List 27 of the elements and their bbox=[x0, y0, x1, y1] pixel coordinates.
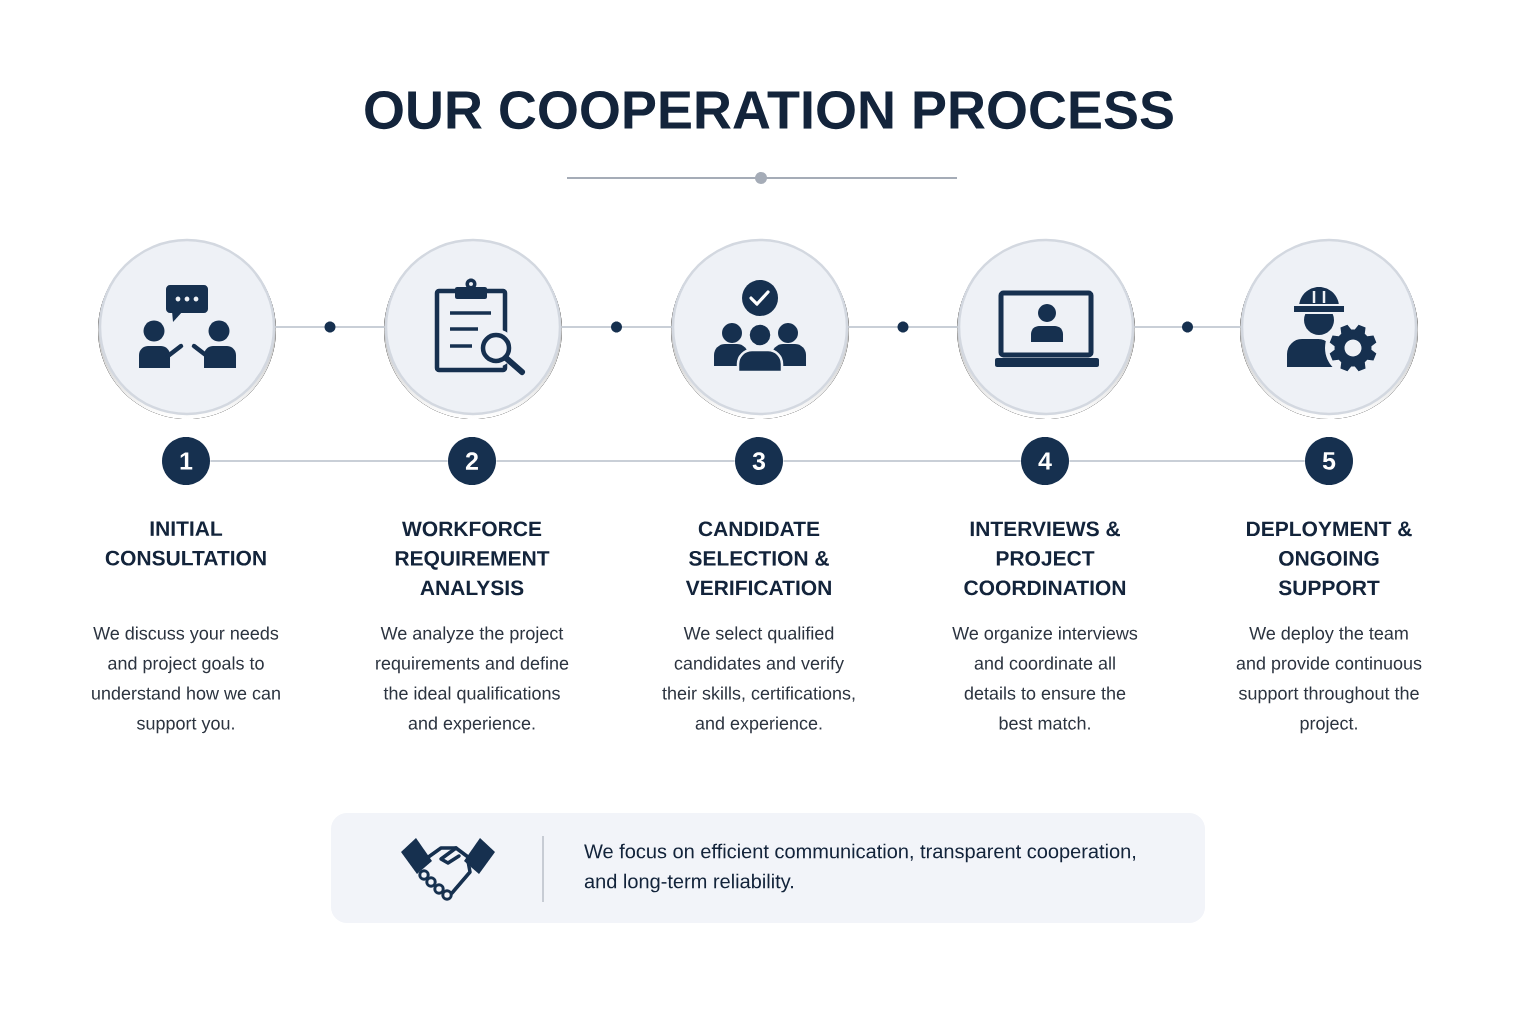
step-title: DEPLOYMENT & ONGOING SUPPORT bbox=[1247, 521, 1412, 596]
step-title: WORKFORCE REQUIREMENT ANALYSIS bbox=[395, 521, 550, 596]
number-badge: 5 bbox=[1305, 437, 1353, 485]
connector-line bbox=[847, 326, 959, 328]
title: OUR COOPERATION PROCESS bbox=[365, 90, 1173, 130]
step-title: INTERVIEWS & PROJECT COORDINATION bbox=[964, 521, 1126, 596]
connector-line bbox=[495, 460, 736, 462]
connector-line bbox=[782, 460, 1022, 462]
number-badge: 1 bbox=[162, 437, 210, 485]
connector-line bbox=[274, 326, 386, 328]
step-description: We analyze the project requirements and define the ideal qualifications and experience. bbox=[376, 626, 569, 734]
number-badge: 4 bbox=[1021, 437, 1069, 485]
step-description: We organize interviews and coordinate all details to ensure the best match. bbox=[952, 626, 1138, 730]
step-title: INITIAL CONSULTATION bbox=[105, 521, 266, 566]
connector-line bbox=[560, 326, 673, 328]
number-badge: 3 bbox=[735, 437, 783, 485]
number-badge: 2 bbox=[448, 437, 496, 485]
info-banner: We focus on efficient communication, transparent cooperation, and long-term reliability. bbox=[331, 813, 1205, 923]
step-title: CANDIDATE SELECTION & VERIFICATION bbox=[685, 521, 831, 596]
step-description: We deploy the team and provide continuous support throughout the project. bbox=[1236, 626, 1422, 734]
step-description: We discuss your needs and project goals to understand how we can support you. bbox=[92, 626, 280, 734]
step-description: We select qualified candidates and verify their skills, certifications, and experience. bbox=[662, 626, 855, 734]
connector-line bbox=[1068, 460, 1306, 462]
connector-line bbox=[1133, 326, 1242, 328]
step-circle bbox=[384, 238, 562, 419]
connector-line bbox=[209, 460, 449, 462]
step-circle bbox=[98, 238, 276, 419]
